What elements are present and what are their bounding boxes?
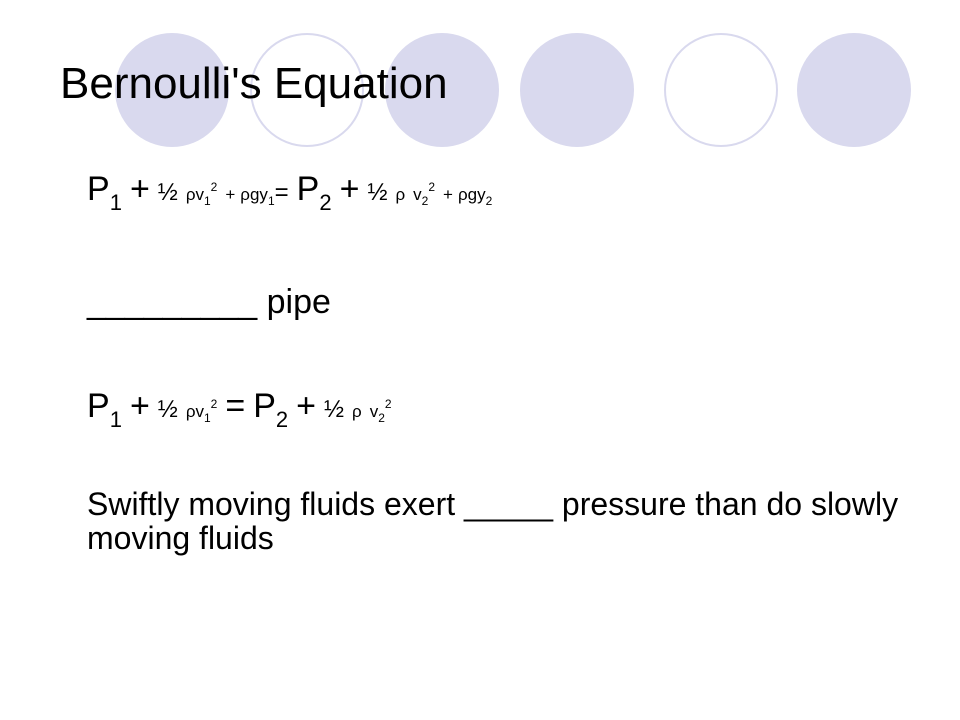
slide-title: Bernoulli's Equation <box>60 59 448 108</box>
decorative-circle-6 <box>797 33 911 147</box>
decorative-circle-5 <box>664 33 778 147</box>
decorative-circle-1 <box>115 33 229 147</box>
decorative-circle-4 <box>520 33 634 147</box>
pressure-statement: Swiftly moving fluids exert _____ pressu… <box>87 486 899 556</box>
decorative-circle-3 <box>385 33 499 147</box>
decorative-circle-2 <box>250 33 364 147</box>
pipe-blank-line: _________ pipe <box>87 283 331 321</box>
